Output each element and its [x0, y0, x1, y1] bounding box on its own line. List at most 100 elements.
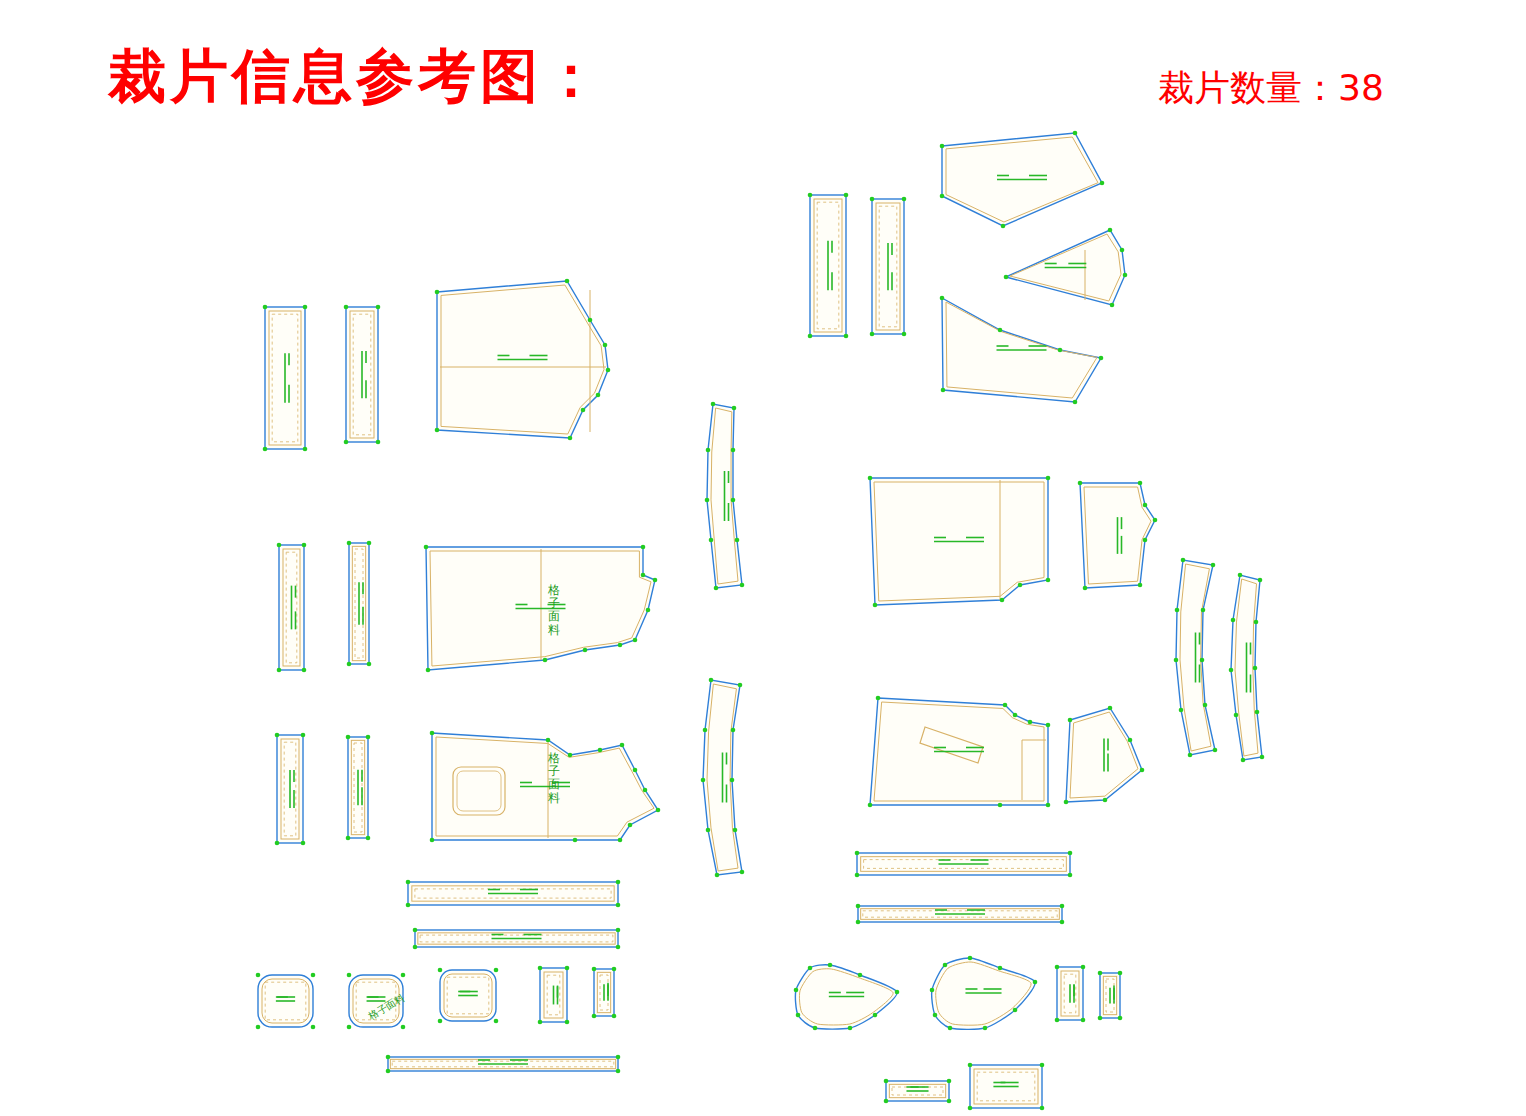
vertex-dot [401, 973, 406, 978]
marking [906, 1090, 928, 1092]
stitch-line [1064, 974, 1076, 1013]
stitch-line [286, 552, 297, 663]
pattern-piece [884, 1079, 952, 1104]
pattern-piece [1229, 573, 1265, 763]
pattern-piece [1078, 481, 1158, 591]
marking [722, 753, 724, 803]
page-title: 裁片信息参考图： [108, 38, 604, 116]
marking [288, 385, 290, 403]
vertex-dot [808, 193, 813, 198]
marking [997, 175, 1009, 177]
pattern-piece [344, 305, 381, 445]
piece-outline [858, 906, 1062, 922]
vertex-dot [1103, 798, 1108, 803]
vertex-dot [895, 990, 900, 995]
vertex-dot [596, 393, 601, 398]
vertex-dot [1018, 583, 1023, 588]
marking [967, 909, 985, 911]
marking [966, 747, 984, 749]
vertex-dot [603, 343, 608, 348]
vertex-dot [947, 1099, 952, 1104]
seam-line [351, 740, 364, 834]
vertex-dot [943, 963, 948, 968]
marking [911, 1086, 929, 1088]
vertex-dot [740, 870, 745, 875]
marking [460, 991, 478, 993]
vertex-dot [546, 738, 551, 743]
vertex-dot [1081, 965, 1086, 970]
vertex-dot [711, 402, 716, 407]
pattern-piece [868, 696, 1051, 808]
marking [365, 380, 367, 398]
stitch-line [354, 743, 362, 832]
marking [939, 859, 951, 861]
vertex-dot [406, 880, 411, 885]
marking [1045, 263, 1057, 265]
marking [488, 889, 500, 891]
vertex-dot [256, 973, 261, 978]
vertex-dot [1013, 713, 1018, 718]
marking [478, 1063, 528, 1065]
vertex-dot [1046, 578, 1051, 583]
piece-count: 裁片数量：38 [1158, 64, 1384, 113]
vertex-dot [275, 841, 280, 846]
vertex-dot [940, 194, 945, 199]
vertex-dot [941, 388, 946, 393]
pattern-piece [424, 545, 658, 673]
piece-outline [279, 545, 304, 670]
vertex-dot [344, 440, 349, 445]
piece-outline [437, 281, 608, 438]
seam-line [1010, 234, 1121, 301]
vertex-dot [709, 678, 714, 683]
flap [920, 727, 983, 763]
seam-line [1061, 971, 1079, 1016]
vertex-dot [858, 973, 863, 978]
vertex-dot [618, 643, 623, 648]
vertex-dot [633, 768, 638, 773]
stitch-line [1106, 979, 1114, 1012]
vertex-dot [401, 1025, 406, 1030]
stitch-line [977, 1072, 1035, 1101]
pattern-piece [256, 973, 316, 1030]
piece-outline [1057, 967, 1083, 1020]
seam-line [974, 1069, 1038, 1104]
vertex-dot [855, 873, 860, 878]
vertex-dot [653, 578, 658, 583]
marking [520, 889, 538, 891]
marking [726, 753, 728, 765]
vertex-dot [844, 193, 849, 198]
vertex-dot [568, 436, 573, 441]
marking [520, 786, 570, 788]
marking [1103, 739, 1105, 772]
pattern-piece [1098, 971, 1123, 1021]
vertex-dot [968, 1106, 973, 1111]
stitch-line [863, 911, 1057, 917]
seam-line [889, 1084, 945, 1097]
stitch-line [265, 982, 306, 1020]
vertex-dot [344, 305, 349, 310]
vertex-dot [616, 903, 621, 908]
piece-outline [1066, 708, 1142, 802]
pattern-piece [1055, 965, 1086, 1023]
vertex-dot [1260, 755, 1265, 760]
vertex-dot [413, 928, 418, 933]
piece-outline [870, 478, 1048, 605]
vertex-dot [641, 573, 646, 578]
vertex-dot [902, 197, 907, 202]
vertex-dot [1255, 710, 1260, 715]
pattern-piece [413, 928, 621, 950]
vertex-dot [347, 973, 352, 978]
vertex-dot [844, 334, 849, 339]
stitch-line [547, 975, 560, 1015]
marking [362, 582, 364, 594]
vertex-dot [302, 543, 307, 548]
vertex-dot [1073, 400, 1078, 405]
vertex-dot [367, 541, 372, 546]
stitch-line [600, 975, 608, 1010]
vertex-dot [1068, 851, 1073, 856]
seam-line [544, 972, 563, 1018]
piece-outline [942, 298, 1101, 402]
grain-line [1085, 250, 1086, 300]
vertex-dot [876, 696, 881, 701]
marking [965, 988, 977, 990]
